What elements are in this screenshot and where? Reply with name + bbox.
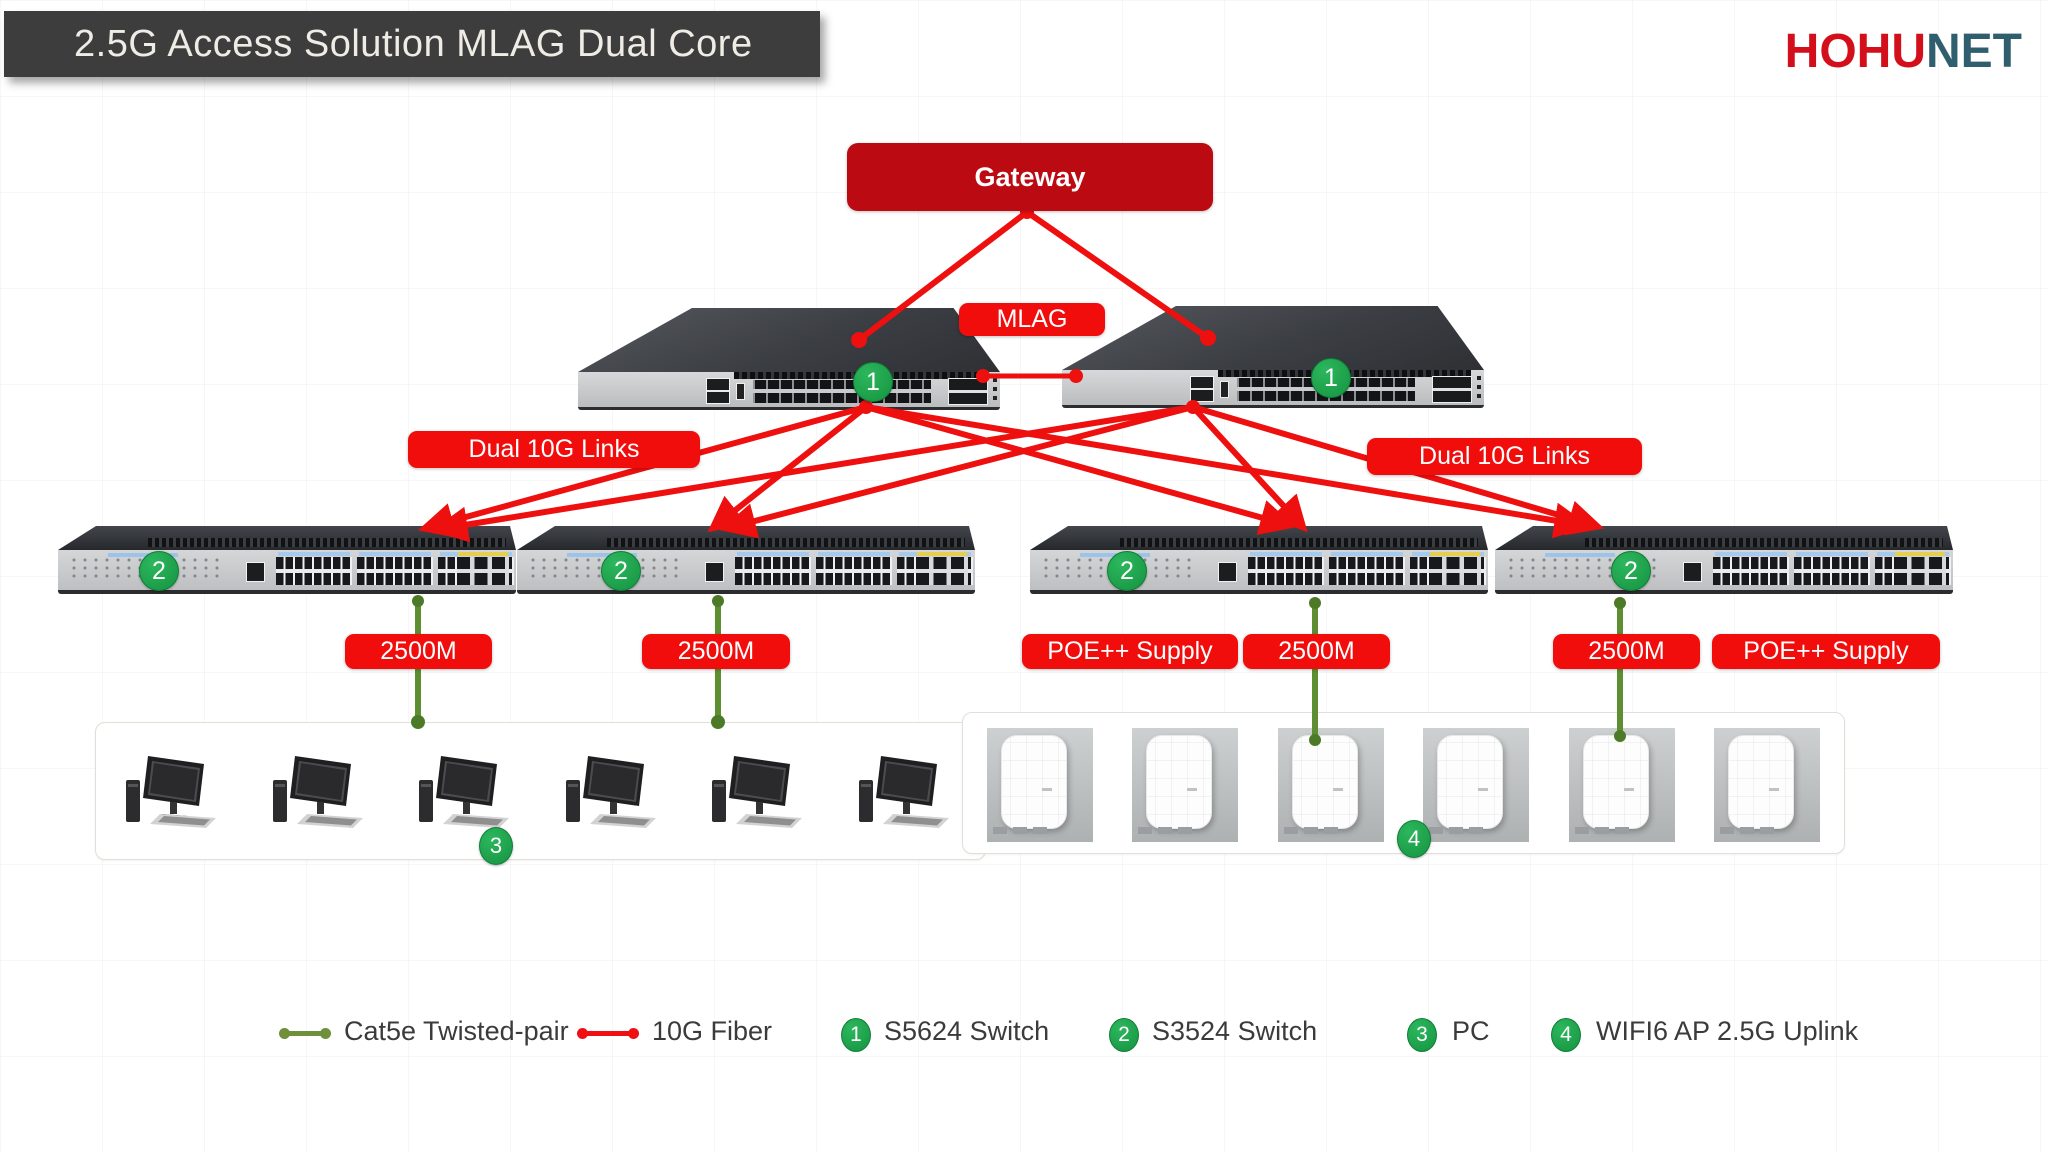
legend-wifi6-label: WIFI6 AP 2.5G Uplink [1596, 1016, 1859, 1046]
ap-group-badge: 4 [1397, 820, 1431, 858]
wifi-ap-icon [1568, 728, 1675, 842]
pc-group-box [95, 722, 986, 860]
pc-icon [272, 756, 363, 828]
mlag-label: MLAG [959, 303, 1105, 336]
wifi-ap-icon [1277, 728, 1384, 842]
pc-icon [565, 756, 656, 828]
uplink-core2-sw2 [719, 404, 1194, 539]
pc-icon [712, 756, 803, 828]
access-switch-2-icon [517, 526, 975, 594]
logo-text-teal: NET [1926, 25, 2022, 78]
speed-label-sw4: 2500M [1553, 634, 1700, 669]
legend-cat5e-label: Cat5e Twisted-pair [344, 1016, 569, 1046]
legend-badge-4: 4 [1551, 1018, 1581, 1052]
pc-icon [126, 756, 216, 828]
speed-label-sw1: 2500M [345, 634, 492, 669]
pc-icon [858, 756, 949, 828]
pc-group-badge: 3 [479, 827, 513, 865]
legend-badge-2: 2 [1109, 1018, 1139, 1052]
uplink-core2-sw3 [1190, 404, 1308, 533]
wifi-ap-icon [987, 728, 1093, 842]
legend-s5624-label: S5624 Switch [884, 1016, 1050, 1046]
legend-cat5e-line-icon [279, 1027, 331, 1039]
pc-icon [419, 756, 510, 828]
logo-text-red: HOHU [1784, 25, 1926, 78]
core-switch-1-icon [578, 308, 1000, 410]
legend-badge-3: 3 [1407, 1018, 1437, 1052]
uplink-core1-sw2 [707, 404, 868, 533]
speed-label-sw3: 2500M [1243, 634, 1390, 669]
legend-badge-1: 1 [841, 1018, 871, 1052]
legend-fiber-label: 10G Fiber [652, 1016, 773, 1046]
speed-label-sw2: 2500M [642, 634, 790, 669]
gateway-label: Gateway [974, 161, 1086, 192]
gateway-node: Gateway [847, 143, 1213, 211]
uplink-core2-sw1 [431, 404, 1194, 543]
page-title: 2.5G Access Solution MLAG Dual Core [74, 22, 753, 65]
access-switch-1-icon [58, 526, 516, 594]
access-switch-3-badge: 2 [1107, 551, 1147, 591]
access-switch-2-badge: 2 [601, 551, 641, 591]
wifi-ap-icon [1423, 728, 1530, 842]
core-switch-1-badge: 1 [853, 362, 893, 402]
uplink-core1-sw3 [865, 404, 1297, 535]
poe-supply-label-sw4: POE++ Supply [1712, 634, 1940, 669]
access-switch-4-badge: 2 [1611, 551, 1651, 591]
access-switch-4-icon [1495, 526, 1953, 594]
poe-supply-label-sw3: POE++ Supply [1022, 634, 1238, 669]
access-switch-3-icon [1030, 526, 1488, 594]
wifi-ap-icon [1132, 728, 1239, 842]
brand-logo: HOHUNET [1785, 24, 2022, 79]
legend-fiber-line-icon [577, 1027, 639, 1039]
core-switch-2-badge: 1 [1311, 358, 1351, 398]
legend-s3524-label: S3524 Switch [1152, 1016, 1318, 1046]
legend-pc-label: PC [1452, 1016, 1490, 1046]
wifi-ap-icon [1713, 728, 1820, 842]
core-switch-2-icon [1062, 306, 1484, 408]
dual-10g-links-label-right: Dual 10G Links [1367, 438, 1642, 475]
access-switch-1-badge: 2 [139, 551, 179, 591]
title-banner: 2.5G Access Solution MLAG Dual Core [4, 11, 820, 77]
dual-10g-links-label-left: Dual 10G Links [408, 431, 700, 468]
